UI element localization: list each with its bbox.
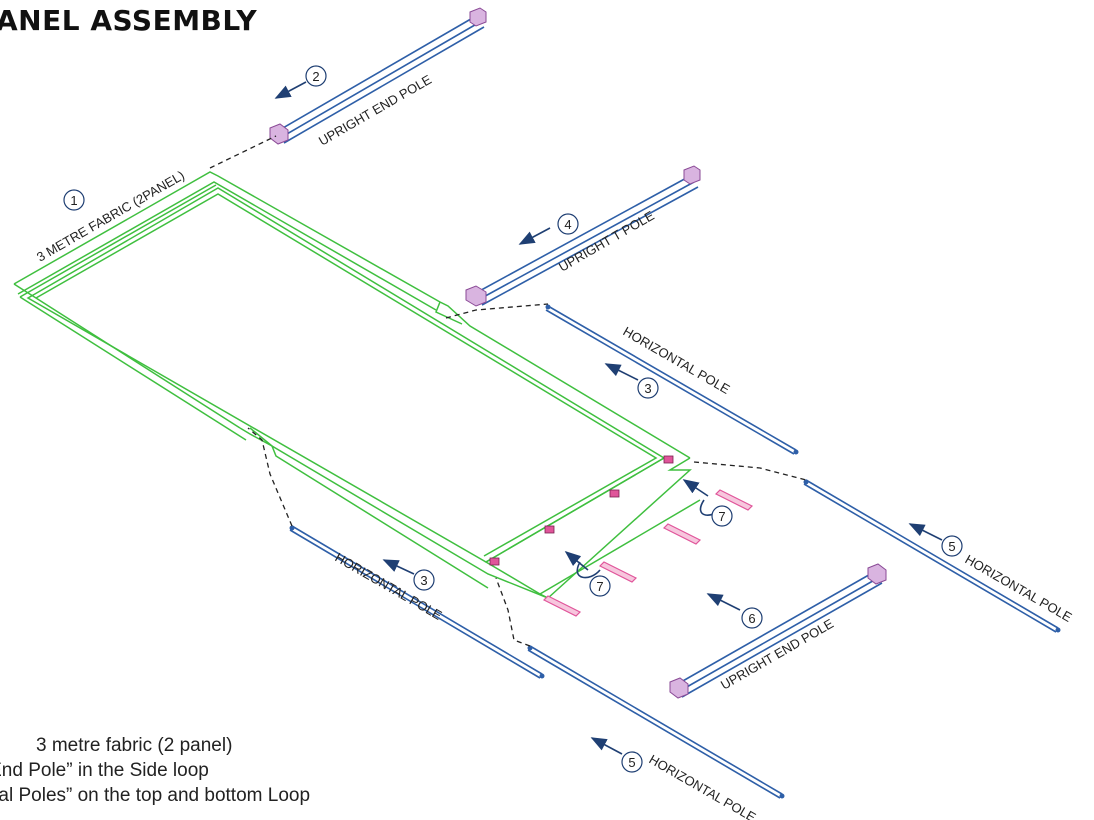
callout-7b-number: 7 bbox=[718, 509, 725, 524]
pole-end-caps bbox=[289, 304, 1061, 799]
callout-5b bbox=[621, 751, 643, 773]
callout-5a bbox=[941, 535, 963, 557]
callouts bbox=[63, 65, 963, 773]
pole-connectors bbox=[269, 7, 887, 699]
callout-2 bbox=[305, 65, 327, 87]
step-3: ontal Poles” on the top and bottom Loop bbox=[0, 785, 311, 806]
upright-end-pole-top bbox=[275, 15, 485, 144]
label-horizontal-pole-bottom: HORIZONTAL POLE bbox=[647, 752, 759, 820]
callout-4 bbox=[557, 213, 579, 235]
callout-4-number: 4 bbox=[564, 217, 571, 232]
fabric-connectors bbox=[489, 455, 674, 566]
callout-7a-number: 7 bbox=[596, 579, 603, 594]
callout-3b bbox=[413, 569, 435, 591]
horizontal-pole-left bbox=[289, 525, 543, 679]
callout-3b-number: 3 bbox=[420, 573, 427, 588]
upright-end-pole-bottom bbox=[673, 571, 883, 698]
poles bbox=[275, 15, 1059, 799]
upright-t-pole bbox=[473, 175, 699, 306]
page-title: ANEL ASSEMBLY bbox=[0, 4, 258, 37]
step-1: 3 metre fabric (2 panel) bbox=[36, 735, 233, 756]
callout-6-number: 6 bbox=[748, 611, 755, 626]
assembly-steps: 3 metre fabric (2 panel) nt End Pole” in… bbox=[0, 733, 310, 808]
horizontal-pole-right bbox=[545, 305, 797, 455]
callout-1 bbox=[63, 189, 85, 211]
horizontal-pole-bottom bbox=[527, 645, 783, 799]
direction-arrows bbox=[274, 81, 943, 755]
insertion-guides bbox=[209, 135, 807, 647]
fabric-straps bbox=[542, 489, 754, 617]
fabric-panel bbox=[13, 171, 701, 599]
callout-numbers: 1 2 3 3 4 5 5 6 7 7 bbox=[70, 69, 955, 770]
label-horizontal-pole-far-right: HORIZONTAL POLE bbox=[963, 552, 1075, 625]
callout-6 bbox=[741, 607, 763, 629]
callout-5a-number: 5 bbox=[948, 539, 955, 554]
callout-5b-number: 5 bbox=[628, 755, 635, 770]
callout-2-number: 2 bbox=[312, 69, 319, 84]
callout-3a bbox=[637, 377, 659, 399]
step-2: nt End Pole” in the Side loop bbox=[0, 760, 209, 781]
callout-3a-number: 3 bbox=[644, 381, 651, 396]
callout-1-number: 1 bbox=[70, 193, 77, 208]
callout-7a bbox=[589, 575, 611, 597]
horizontal-pole-far-right bbox=[803, 479, 1059, 633]
callout-7b bbox=[711, 505, 733, 527]
